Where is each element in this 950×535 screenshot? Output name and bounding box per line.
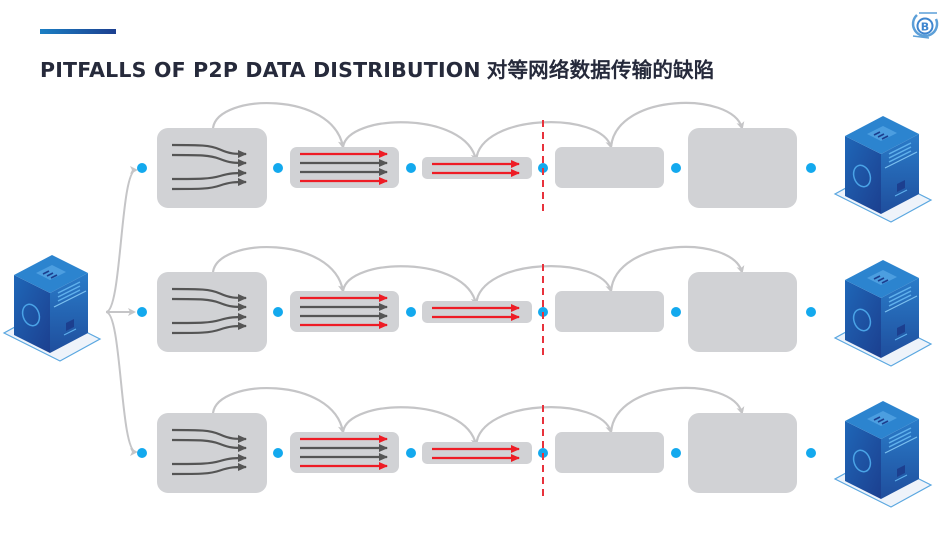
node-dot xyxy=(806,448,816,458)
merge-stream-arrow xyxy=(171,428,247,443)
node-dot xyxy=(671,448,681,458)
merge-stream-arrow xyxy=(171,153,247,167)
source-server-icon xyxy=(3,254,101,362)
svg-text:B: B xyxy=(921,21,929,34)
fanout-connector xyxy=(105,311,138,456)
stage-parallel-4-box xyxy=(290,147,399,188)
stage-merge-box xyxy=(157,272,267,352)
stage-empty-large-box xyxy=(688,413,797,493)
pipeline-row-2 xyxy=(137,245,932,367)
page-title-cn: 对等网络数据传输的缺陷 xyxy=(486,58,715,82)
stage-parallel-2-box xyxy=(422,442,532,464)
merge-stream-arrow xyxy=(171,143,247,158)
merge-stream-arrow xyxy=(171,463,247,476)
node-dot xyxy=(806,307,816,317)
node-dot xyxy=(137,307,147,317)
hop-arc xyxy=(609,245,745,292)
destination-server-icon xyxy=(834,259,932,367)
stage-parallel-4-box xyxy=(290,291,399,332)
hop-arc xyxy=(211,387,346,434)
hop-arc xyxy=(341,406,479,447)
node-dot xyxy=(137,163,147,173)
node-dot xyxy=(406,448,416,458)
merge-stream-arrow xyxy=(171,297,247,311)
node-dot xyxy=(137,448,147,458)
hop-arc xyxy=(341,265,479,306)
merge-stream-arrow xyxy=(171,178,247,191)
destination-server-icon xyxy=(834,115,932,223)
fanout-connector xyxy=(105,166,138,313)
node-dot xyxy=(806,163,816,173)
stage-merge-box xyxy=(157,128,267,208)
stage-empty-large-box xyxy=(688,128,797,208)
merge-stream-arrow xyxy=(171,438,247,452)
node-dot xyxy=(273,448,283,458)
node-dot xyxy=(671,163,681,173)
merge-stream-arrow xyxy=(171,454,247,466)
node-dot xyxy=(406,307,416,317)
hop-arc xyxy=(474,121,614,161)
hop-arc xyxy=(609,386,745,433)
hop-arc xyxy=(211,102,346,149)
stage-empty-box xyxy=(555,291,664,332)
merge-stream-arrow xyxy=(171,313,247,325)
stage-empty-large-box xyxy=(688,272,797,352)
pipeline-row-3 xyxy=(137,386,932,508)
node-dot xyxy=(273,163,283,173)
title-accent-bar xyxy=(40,29,116,34)
stage-parallel-4-box xyxy=(290,432,399,473)
stage-parallel-2-box xyxy=(422,301,532,323)
hop-arc xyxy=(211,246,346,293)
merge-stream-arrow xyxy=(171,169,247,181)
page-title-en: PITFALLS OF P2P DATA DISTRIBUTION xyxy=(40,58,481,82)
node-dot xyxy=(671,307,681,317)
hop-arc xyxy=(341,121,479,162)
node-dot xyxy=(406,163,416,173)
hop-arc xyxy=(474,265,614,305)
merge-stream-arrow xyxy=(171,322,247,335)
node-dot xyxy=(273,307,283,317)
hop-arc xyxy=(609,101,745,148)
destination-server-icon xyxy=(834,400,932,508)
stage-empty-box xyxy=(555,432,664,473)
stage-merge-box xyxy=(157,413,267,493)
stage-parallel-2-box xyxy=(422,157,532,179)
brand-logo-b-icon: B xyxy=(911,12,939,39)
pipeline-row-1 xyxy=(137,101,932,223)
hop-arc xyxy=(474,406,614,446)
stage-empty-box xyxy=(555,147,664,188)
merge-stream-arrow xyxy=(171,287,247,302)
